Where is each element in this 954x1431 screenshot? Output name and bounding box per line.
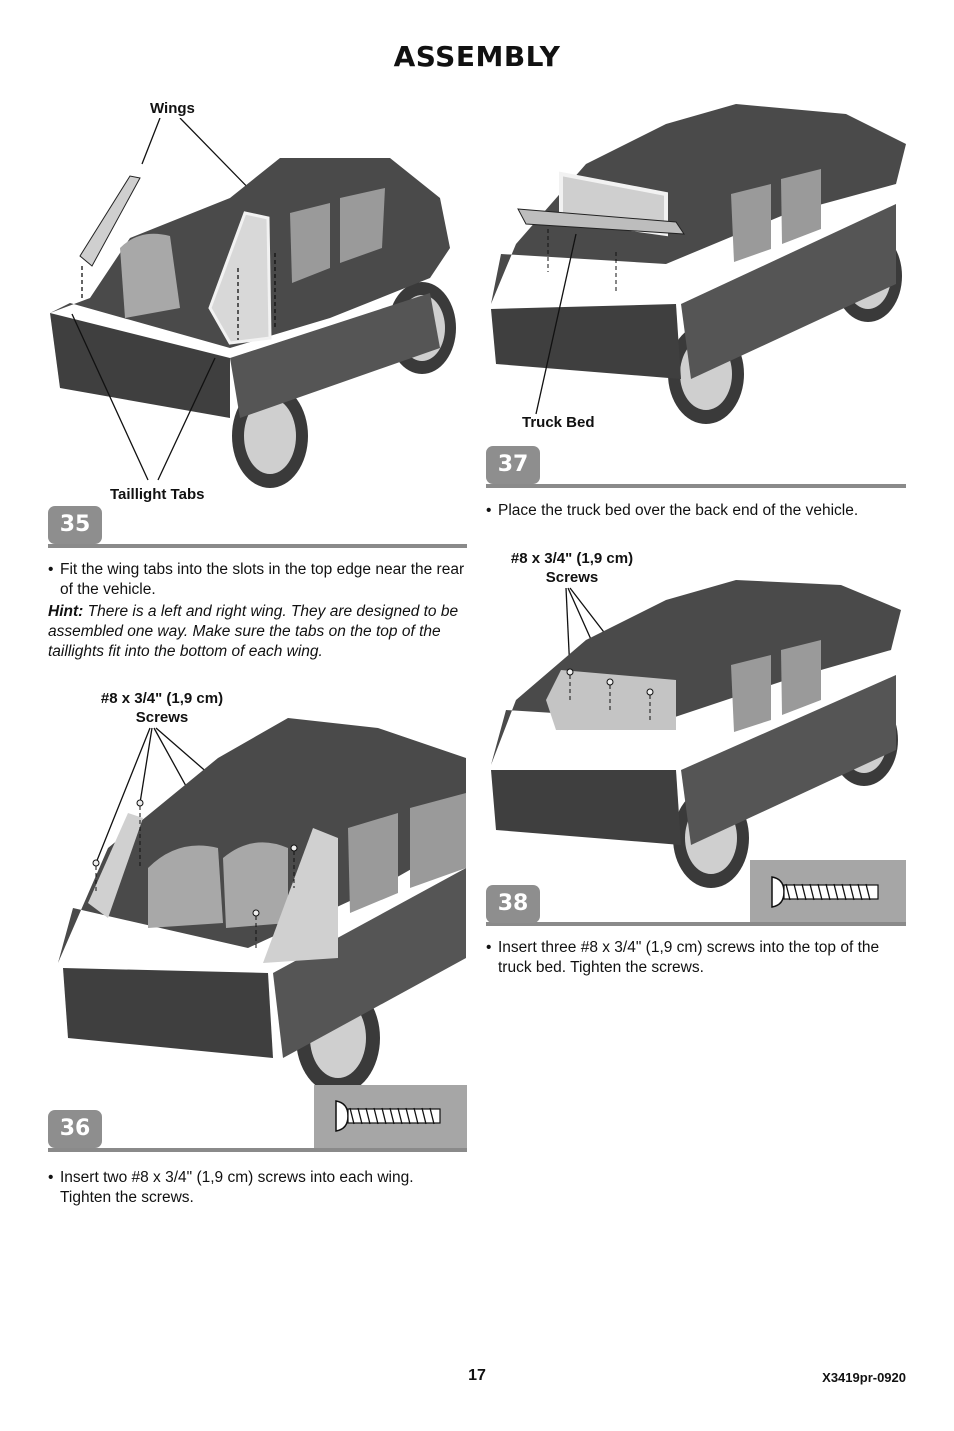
taillight-tabs-label: Taillight Tabs <box>110 486 205 503</box>
page-title: ASSEMBLY <box>393 40 561 73</box>
bullet-dot: • <box>48 1169 54 1186</box>
page-number: 17 <box>468 1367 486 1384</box>
screw-icon <box>335 1100 441 1132</box>
step38-illustration <box>491 580 901 888</box>
step35-illustration <box>50 118 456 488</box>
step38-screws-line2: Screws <box>545 569 599 586</box>
step36-badge: 36 <box>48 1110 102 1148</box>
step38-bullet-line1: Insert three #8 x 3/4" (1,9 cm) screws i… <box>498 939 880 956</box>
step36-instructions: • Insert two #8 x 3/4" (1,9 cm) screws i… <box>48 1168 468 1208</box>
screw-icon <box>771 876 879 908</box>
step36-illustration <box>58 718 466 1094</box>
step38-screws-label: #8 x 3/4" (1,9 cm) Screws <box>502 549 642 587</box>
bullet-dot: • <box>48 561 54 578</box>
step36-bullet-line1: Insert two #8 x 3/4" (1,9 cm) screws int… <box>60 1169 414 1186</box>
step36-screws-label: #8 x 3/4" (1,9 cm) Screws <box>92 689 232 727</box>
step38-badge: 38 <box>486 885 540 923</box>
step35-bullet: Fit the wing tabs into the slots in the … <box>60 561 465 598</box>
step36-rule <box>48 1148 467 1152</box>
step37-rule <box>486 484 906 488</box>
bullet-dot: • <box>486 502 492 519</box>
step38-instructions: • Insert three #8 x 3/4" (1,9 cm) screws… <box>486 938 906 978</box>
step36-screws-line2: Screws <box>135 709 189 726</box>
wings-label: Wings <box>150 100 195 117</box>
step38-rule <box>486 922 906 926</box>
step37-bullet: Place the truck bed over the back end of… <box>498 502 859 519</box>
hint-label: Hint: <box>48 603 84 620</box>
truck-bed-label: Truck Bed <box>522 414 595 431</box>
step38-screws-line1: #8 x 3/4" (1,9 cm) <box>510 550 634 567</box>
bullet-dot: • <box>486 939 492 956</box>
step37-badge: 37 <box>486 446 540 484</box>
step36-screw-box <box>314 1085 467 1148</box>
step38-bullet-line2: truck bed. Tighten the screws. <box>498 959 704 976</box>
step38-screw-box <box>750 860 906 924</box>
document-code: X3419pr-0920 <box>822 1370 906 1385</box>
step35-badge: 35 <box>48 506 102 544</box>
hint-text: There is a left and right wing. They are… <box>48 603 459 660</box>
step36-screws-line1: #8 x 3/4" (1,9 cm) <box>100 690 224 707</box>
step36-bullet-line2: Tighten the screws. <box>60 1189 194 1206</box>
step35-rule <box>48 544 467 548</box>
step37-instructions: • Place the truck bed over the back end o… <box>486 501 906 521</box>
step35-instructions: • Fit the wing tabs into the slots in the… <box>48 560 468 662</box>
step37-illustration <box>491 104 906 424</box>
